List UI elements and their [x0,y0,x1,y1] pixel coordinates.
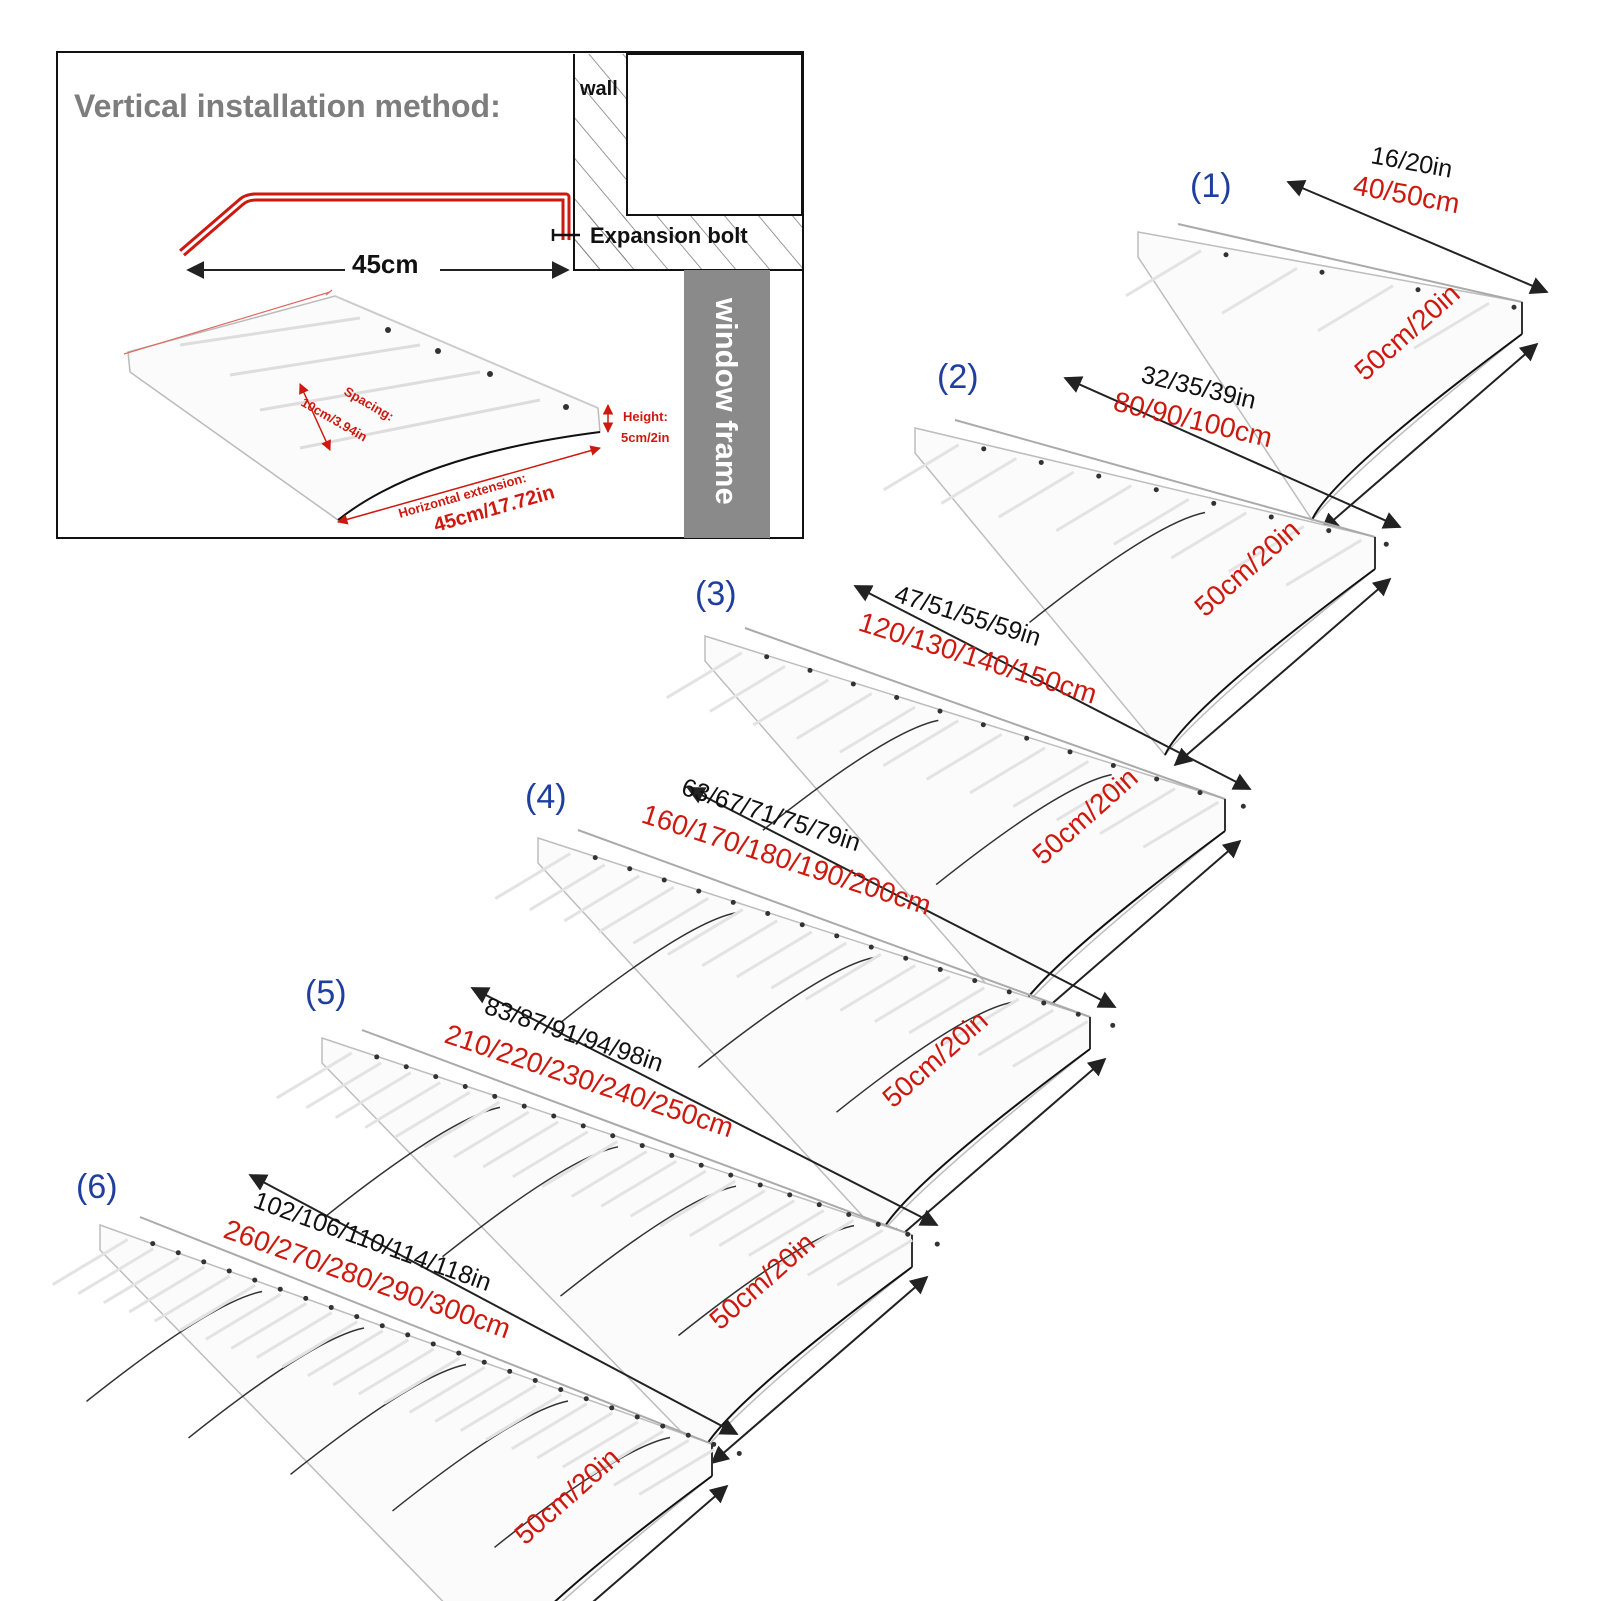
expansion-bolt-label: Expansion bolt [590,223,748,248]
installation-inset: Vertical installation method: wall windo… [56,51,804,539]
depth-label: 45cm [352,249,419,279]
wall-label: wall [579,78,618,100]
wall: wall [573,53,803,271]
installation-title: Vertical installation method: [74,88,501,124]
size-variant-6: (6)102/106/110/114/118in260/270/280/290/… [51,1168,742,1601]
variant-index-5: (5) [305,974,347,1012]
variant-index-1: (1) [1190,167,1232,205]
height-value: 5cm/2in [621,430,669,445]
window-frame-label: window frame [709,297,744,505]
depth-dimension: 45cm [186,249,570,279]
variant-index-3: (3) [695,575,737,613]
inset-awning-panel [123,289,614,525]
window-frame: window frame [684,270,770,538]
variant-index-4: (4) [525,778,567,816]
variant-index-6: (6) [76,1168,118,1206]
variant-index-2: (2) [937,358,979,396]
height-label: Height: [623,409,668,424]
expansion-bolt: Expansion bolt [551,223,748,248]
